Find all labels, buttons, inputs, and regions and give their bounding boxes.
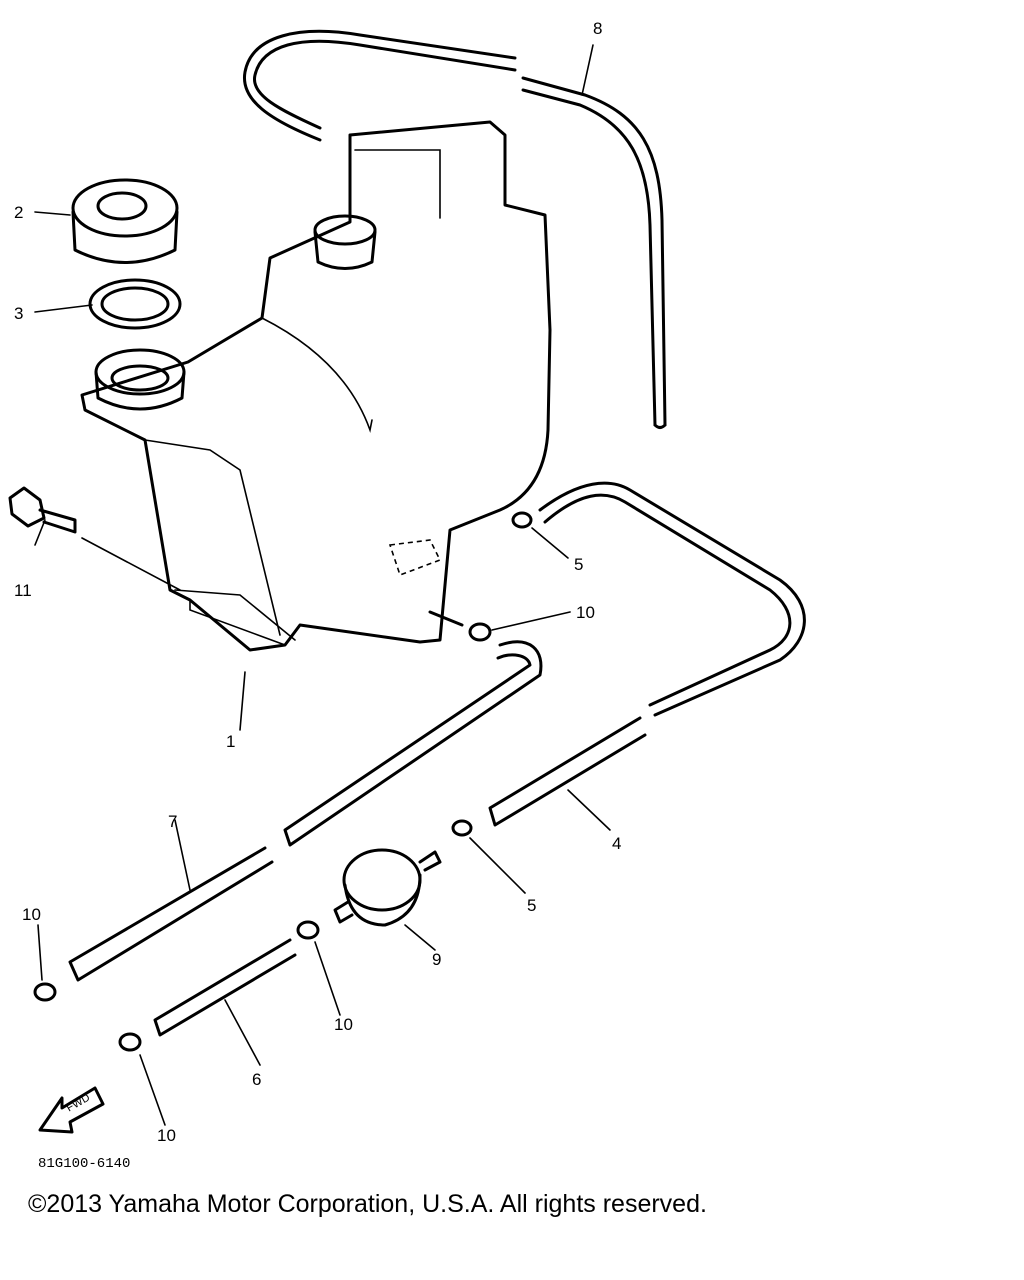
callout-3: 3 xyxy=(14,304,24,323)
callout-10a: 10 xyxy=(576,603,595,622)
tank-cap-2 xyxy=(71,178,179,264)
leader-lines xyxy=(34,44,611,1126)
callout-2: 2 xyxy=(14,203,24,222)
callout-10c: 10 xyxy=(334,1015,353,1034)
callout-11: 11 xyxy=(14,581,32,600)
callout-10d: 10 xyxy=(157,1126,176,1145)
tank-body-1 xyxy=(80,120,552,652)
callout-5a: 5 xyxy=(574,555,584,574)
seal-3 xyxy=(88,278,182,330)
callout-1: 1 xyxy=(226,732,236,751)
copyright-notice: ©2013 Yamaha Motor Corporation, U.S.A. A… xyxy=(28,1190,707,1218)
callout-4: 4 xyxy=(612,834,622,853)
callout-6: 6 xyxy=(252,1070,262,1089)
fuel-filter-9 xyxy=(333,848,442,927)
hose-7 xyxy=(68,640,543,982)
hose-4 xyxy=(488,481,806,827)
callout-9: 9 xyxy=(432,950,442,969)
hose-6 xyxy=(153,938,297,1037)
callout-10b: 10 xyxy=(22,905,41,924)
diagram-reference-code: 81G100-6140 xyxy=(38,1156,131,1172)
callout-8: 8 xyxy=(593,19,603,38)
fwd-arrow-icon xyxy=(38,1086,105,1134)
bolt-11 xyxy=(8,486,181,591)
callout-7: 7 xyxy=(168,812,178,831)
callout-5b: 5 xyxy=(527,896,537,915)
clamps xyxy=(33,511,533,1052)
hose-8 xyxy=(242,29,667,429)
